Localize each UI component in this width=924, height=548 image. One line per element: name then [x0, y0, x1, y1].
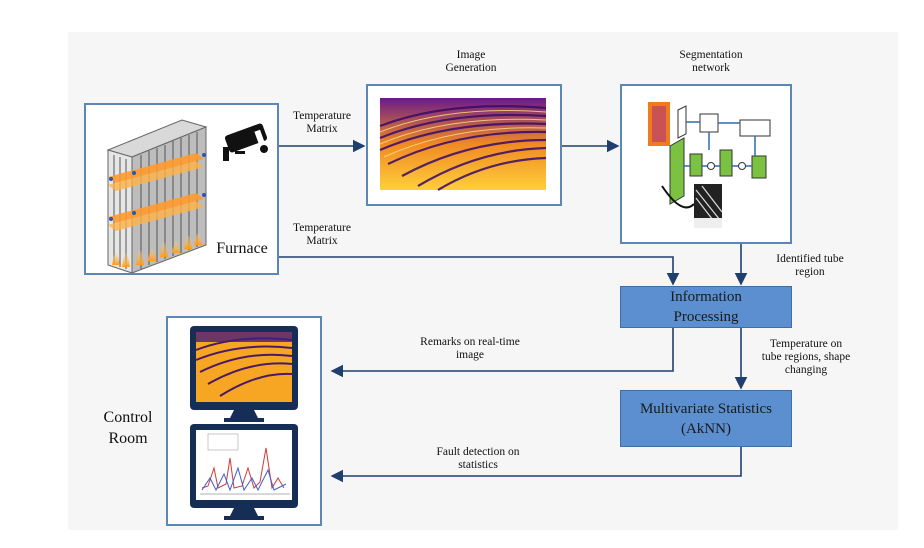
monitor-icon — [190, 424, 298, 520]
unet-diagram — [648, 102, 771, 228]
segmentation-network-label: Segmentation network — [679, 49, 743, 74]
monitor-icon — [190, 326, 298, 422]
segmentation-frame — [620, 84, 792, 244]
thermal-image — [379, 98, 547, 191]
information-processing-box: Information Processing — [620, 286, 792, 328]
image-generation-label: Image Generation — [445, 49, 497, 74]
furnace-label: Furnace — [216, 240, 268, 257]
identified-tube-region-label: Identified tube region — [776, 253, 844, 278]
control-room-label: Control Room — [103, 409, 153, 447]
cctv-camera-icon — [223, 123, 268, 161]
temperature-matrix-bottom-label: Temperature Matrix — [293, 222, 351, 247]
image-generation-frame — [366, 84, 562, 206]
control-room-frame — [166, 316, 322, 526]
temperature-matrix-top-label: Temperature Matrix — [293, 110, 351, 135]
remarks-realtime-label: Remarks on real-time image — [420, 336, 520, 361]
fault-detection-label: Fault detection on statistics — [436, 446, 520, 471]
temperature-tube-regions-label: Temperature on tube regions, shape chang… — [761, 338, 851, 376]
multivariate-statistics-box: Multivariate Statistics (AkNN) — [620, 390, 792, 447]
furnace-frame — [84, 103, 279, 275]
furnace-illustration — [106, 119, 268, 274]
